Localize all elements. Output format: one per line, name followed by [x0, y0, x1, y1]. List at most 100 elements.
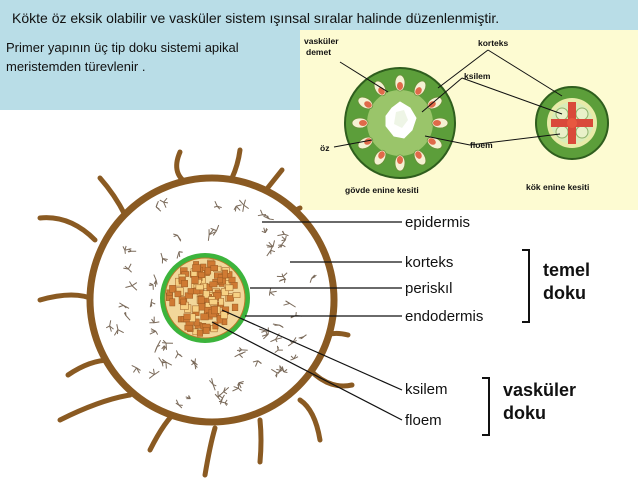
- cortex-cell: [281, 235, 287, 245]
- cortex-cell: [162, 339, 173, 350]
- cortex-cell: [122, 245, 132, 254]
- stele-cell: [206, 283, 213, 292]
- stele-cell: [198, 271, 205, 278]
- cortex-cell: [190, 358, 198, 368]
- vascular-bundle: [357, 96, 374, 110]
- vascular-bundle: [394, 154, 406, 172]
- stele-cell: [169, 285, 177, 293]
- group-vaskuler-2: doku: [503, 403, 546, 423]
- intro-text: Primer yapının üç tip doku sistemi apika…: [6, 38, 296, 76]
- cortex-cell: [237, 381, 244, 389]
- stele-cell: [184, 324, 193, 331]
- cortex-cell: [176, 251, 183, 259]
- stele-cell: [210, 265, 218, 271]
- cortex-cell: [238, 199, 249, 212]
- cortex-cell: [161, 345, 167, 351]
- stele-cell: [226, 295, 234, 302]
- stele-cell: [197, 296, 205, 305]
- label-korteks: korteks: [405, 254, 453, 271]
- cortex-cell: [266, 245, 276, 257]
- vascular-bundle: [351, 117, 369, 129]
- cortex-cell: [213, 200, 222, 210]
- stele-cell: [169, 298, 176, 307]
- cortex-cell: [257, 209, 269, 217]
- cortex-cell: [160, 252, 168, 264]
- cortex-cell: [155, 200, 162, 212]
- cortex-cell: [149, 328, 159, 335]
- vascular-bundle: [426, 96, 443, 110]
- label-vaskuler-demet-1: vasküler: [304, 36, 339, 46]
- stele-cell: [209, 281, 218, 288]
- cortex-cell: [277, 230, 289, 237]
- cortex-cell: [283, 300, 296, 308]
- cortex-cell: [154, 340, 162, 353]
- stele-cell: [216, 315, 223, 324]
- cortex-cell: [105, 320, 114, 332]
- cortex-cell: [185, 395, 191, 400]
- vascular-bundle: [413, 149, 427, 166]
- cortex-cell: [298, 334, 307, 340]
- cortex-cell: [113, 324, 124, 336]
- cortex-cell: [148, 368, 160, 379]
- cortex-cell: [175, 399, 183, 409]
- cortex-cell: [270, 333, 282, 343]
- cortex-cell: [234, 351, 246, 358]
- cortex-cell: [123, 263, 132, 273]
- label-kok-enine-kesiti: kök enine kesiti: [526, 182, 589, 192]
- stele-cell: [192, 305, 200, 313]
- stele-cell: [209, 299, 218, 306]
- cortex-cell: [274, 345, 283, 353]
- cortex-cell: [207, 229, 216, 241]
- cortex-cells: [105, 197, 317, 409]
- vascular-bundle: [431, 117, 449, 129]
- label-ksilem: ksilem: [405, 381, 448, 398]
- group-brackets: [482, 249, 530, 436]
- stele-cell: [232, 292, 241, 298]
- stele-cell: [202, 290, 210, 299]
- cortex-cell: [272, 323, 284, 328]
- group-temel-2: doku: [543, 283, 586, 303]
- cortex-cell: [173, 233, 182, 242]
- cortex-cell: [124, 311, 131, 321]
- cortex-cell: [148, 282, 154, 290]
- stem-cross-section: [344, 67, 456, 179]
- cortex-cell: [236, 347, 248, 353]
- label-periskil: periskıl: [405, 280, 453, 297]
- vascular-bundle: [373, 149, 387, 166]
- inset-leader-lines: [333, 49, 563, 148]
- label-korteks-inset: korteks: [478, 38, 509, 48]
- label-endodermis: endodermis: [405, 308, 483, 325]
- label-ksilem-inset: ksilem: [464, 71, 491, 81]
- cortex-cell: [277, 244, 286, 249]
- inset-diagram: vasküler demet korteks ksilem öz floem g…: [304, 36, 609, 195]
- intro-line-2: meristemden türevlenir .: [6, 59, 146, 74]
- stele-cell: [228, 276, 236, 283]
- stele-cell: [220, 311, 228, 319]
- main-leader-lines: [211, 221, 403, 421]
- stele-cell: [225, 284, 234, 292]
- vascular-bundle: [394, 74, 406, 92]
- vascular-bundle: [426, 136, 443, 150]
- cortex-cell: [279, 366, 288, 373]
- cortex-cell: [278, 278, 286, 283]
- stele-cell: [191, 275, 199, 284]
- inset-panel: vasküler demet korteks ksilem öz floem g…: [300, 30, 638, 210]
- cortex-cell: [149, 298, 156, 308]
- stele-cell: [187, 288, 194, 295]
- page-title: Kökte öz eksik olabilir ve vasküler sist…: [12, 10, 500, 26]
- stele-cell: [180, 298, 187, 306]
- stele-cell: [196, 329, 203, 337]
- stele-cell: [181, 280, 188, 288]
- cortex-cell: [261, 227, 268, 234]
- root-cross-section: [535, 86, 609, 160]
- cortex-cell: [232, 383, 242, 392]
- stele-cell: [221, 288, 229, 296]
- stele-cell: [204, 267, 212, 275]
- cortex-cell: [290, 354, 299, 361]
- stele-cell: [231, 303, 239, 311]
- label-govde-enine-kesiti: gövde enine kesiti: [345, 185, 419, 195]
- cortex-cell: [210, 224, 220, 236]
- group-vaskuler-1: vasküler: [503, 380, 576, 400]
- label-floem: floem: [405, 412, 442, 429]
- stele-cell: [200, 313, 209, 321]
